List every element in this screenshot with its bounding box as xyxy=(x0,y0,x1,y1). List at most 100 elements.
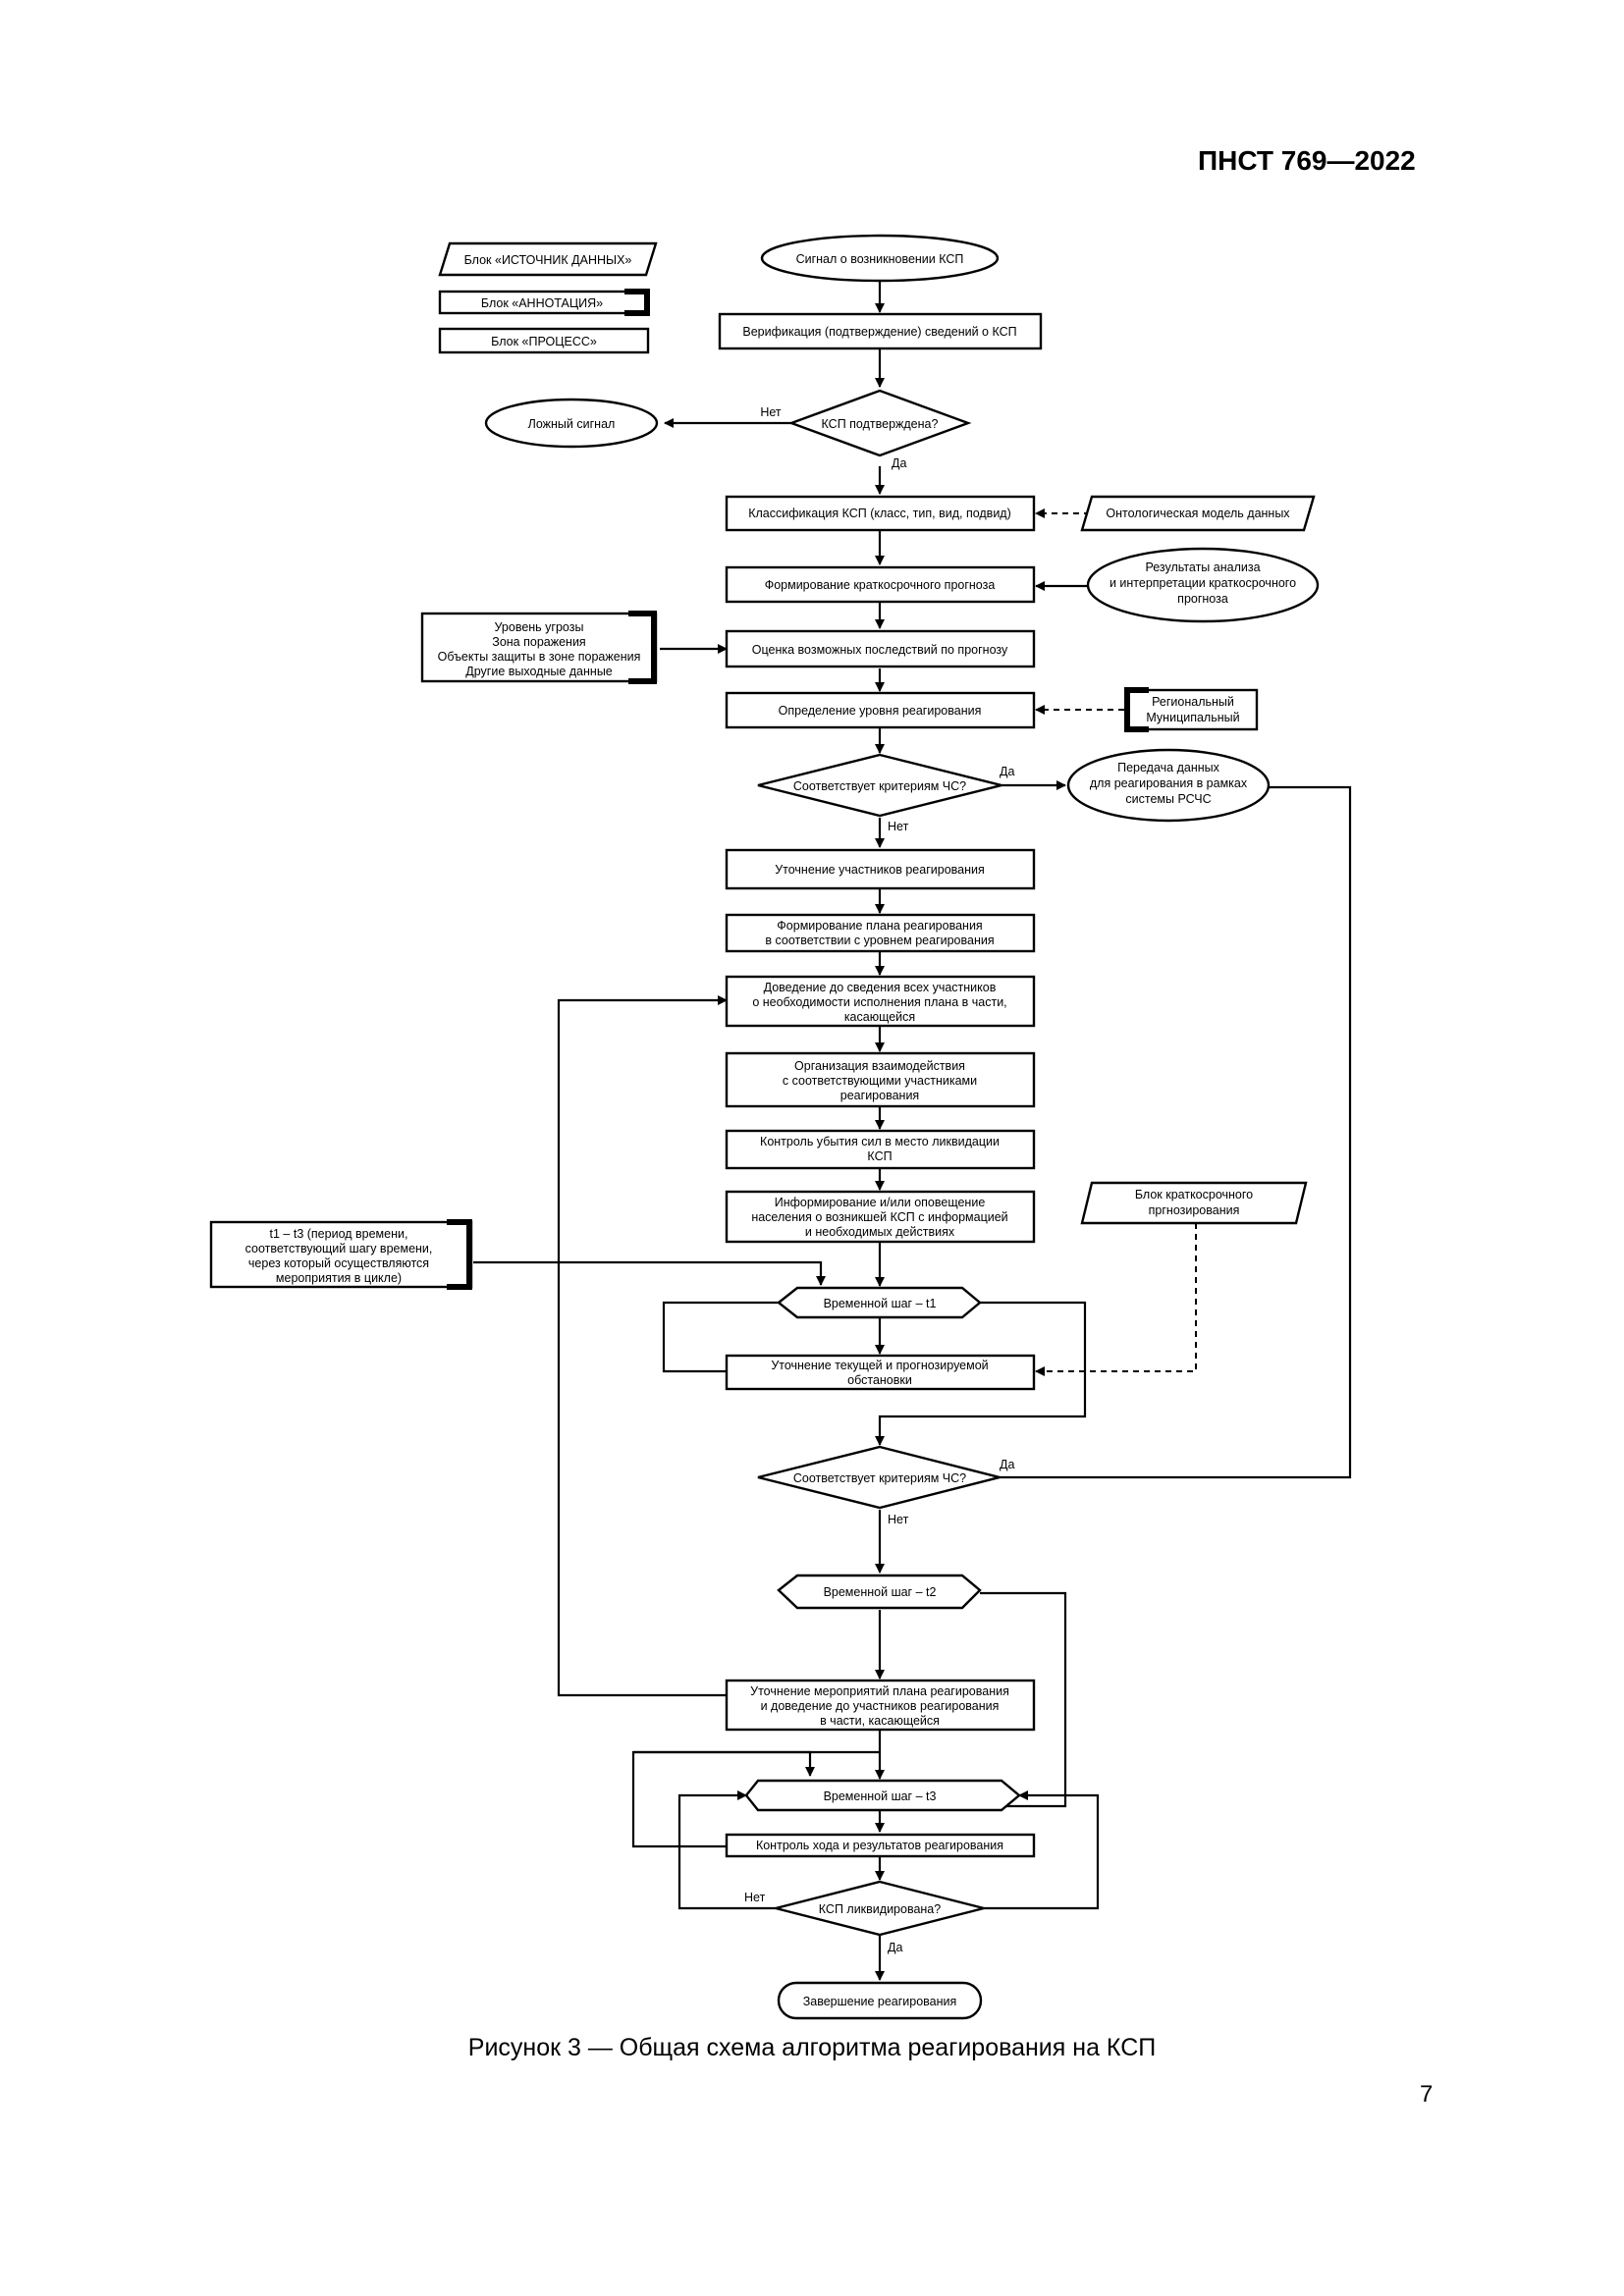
svg-text:Блок краткосрочного: Блок краткосрочного xyxy=(1135,1188,1253,1201)
svg-text:Сигнал о возникновении КСП: Сигнал о возникновении КСП xyxy=(796,252,964,266)
node-control-progress: Контроль хода и результатов реагирования xyxy=(725,1833,1036,1858)
node-liquidated-question: КСП ликвидирована? xyxy=(775,1880,985,1937)
svg-text:Уровень угрозы: Уровень угрозы xyxy=(495,620,584,634)
svg-text:прогноза: прогноза xyxy=(1177,592,1228,606)
node-forces-control: Контроль убытия сил в место ликвидации К… xyxy=(725,1129,1036,1170)
node-signal: Сигнал о возникновении КСП xyxy=(760,234,1000,283)
svg-text:Зона поражения: Зона поражения xyxy=(492,635,585,649)
svg-text:и интерпретации краткосрочного: и интерпретации краткосрочного xyxy=(1110,576,1296,590)
svg-text:Информирование и/или оповещени: Информирование и/или оповещение xyxy=(775,1196,986,1209)
label-no-2: Нет xyxy=(888,820,909,833)
svg-text:Доведение до сведения всех уча: Доведение до сведения всех участников xyxy=(764,981,997,994)
svg-text:t1 – t3 (период времени,: t1 – t3 (период времени, xyxy=(270,1227,408,1241)
svg-text:Муниципальный: Муниципальный xyxy=(1146,711,1239,724)
svg-text:Формирование краткосрочного пр: Формирование краткосрочного прогноза xyxy=(765,578,996,592)
node-levels: Региональный Муниципальный xyxy=(1124,687,1259,732)
figure-caption: Рисунок 3 — Общая схема алгоритма реагир… xyxy=(467,2034,1157,2061)
svg-text:Завершение реагирования: Завершение реагирования xyxy=(803,1995,957,2008)
svg-text:реагирования: реагирования xyxy=(840,1089,919,1102)
node-step-t3: Временной шаг – t3 xyxy=(744,1779,1021,1812)
node-ontology: Онтологическая модель данных xyxy=(1080,495,1316,532)
svg-text:Онтологическая модель данных: Онтологическая модель данных xyxy=(1106,507,1290,520)
node-short-forecast: Формирование краткосрочного прогноза xyxy=(725,565,1036,604)
node-refine-measures: Уточнение мероприятий плана реагирования… xyxy=(725,1679,1036,1732)
svg-text:Организация взаимодействия: Организация взаимодействия xyxy=(794,1059,965,1073)
svg-text:Уточнение мероприятий плана ре: Уточнение мероприятий плана реагирования xyxy=(750,1684,1009,1698)
node-time-period: t1 – t3 (период времени, соответствующий… xyxy=(209,1219,473,1290)
svg-text:Блок «АННОТАЦИЯ»: Блок «АННОТАЦИЯ» xyxy=(481,296,603,310)
svg-text:касающейся: касающейся xyxy=(844,1010,915,1024)
svg-text:Региональный: Региональный xyxy=(1152,695,1234,709)
label-yes-1: Да xyxy=(892,456,906,470)
svg-text:КСП подтверждена?: КСП подтверждена? xyxy=(822,417,939,431)
svg-text:Временной шаг – t2: Временной шаг – t2 xyxy=(824,1585,937,1599)
svg-text:соответствующий шагу времени,: соответствующий шагу времени, xyxy=(245,1242,433,1255)
node-criteria-question-1: Соответствует критериям ЧС? xyxy=(757,753,1002,818)
svg-text:Оценка возможных последствий п: Оценка возможных последствий по прогнозу xyxy=(752,643,1008,657)
node-step-t1: Временной шаг – t1 xyxy=(777,1286,982,1319)
svg-text:Определение уровня реагировани: Определение уровня реагирования xyxy=(779,704,982,718)
node-step-t2: Временной шаг – t2 xyxy=(777,1574,982,1610)
svg-text:и доведение до участников реаг: и доведение до участников реагирования xyxy=(761,1699,1000,1713)
svg-text:Уточнение текущей и прогнозиру: Уточнение текущей и прогнозируемой xyxy=(771,1359,988,1372)
svg-text:Соответствует критериям ЧС?: Соответствует критериям ЧС? xyxy=(793,779,966,793)
node-analysis-results: Результаты анализа и интерпретации кратк… xyxy=(1086,547,1320,623)
node-notify-participants: Доведение до сведения всех участников о … xyxy=(725,975,1036,1028)
node-classification: Классификация КСП (класс, тип, вид, подв… xyxy=(725,495,1036,532)
svg-text:Ложный сигнал: Ложный сигнал xyxy=(528,417,616,431)
node-response-level: Определение уровня реагирования xyxy=(725,691,1036,729)
legend-process: Блок «ПРОЦЕСС» xyxy=(438,327,650,354)
svg-text:обстановки: обстановки xyxy=(847,1373,912,1387)
label-no-4: Нет xyxy=(744,1891,766,1904)
node-false-signal: Ложный сигнал xyxy=(484,398,659,449)
legend-data-source: Блок «ИСТОЧНИК ДАННЫХ» xyxy=(438,241,658,277)
svg-text:Объекты защиты в зоне поражени: Объекты защиты в зоне поражения xyxy=(438,650,641,664)
node-forecast-block: Блок краткосрочного пргнозирования xyxy=(1080,1181,1308,1225)
svg-text:Блок «ИСТОЧНИК ДАННЫХ»: Блок «ИСТОЧНИК ДАННЫХ» xyxy=(464,253,632,267)
svg-text:с соответствующими участниками: с соответствующими участниками xyxy=(783,1074,977,1088)
svg-text:КСП: КСП xyxy=(867,1149,892,1163)
svg-text:пргнозирования: пргнозирования xyxy=(1149,1203,1240,1217)
document-id: ПНСТ 769—2022 xyxy=(1198,145,1416,176)
node-criteria-question-2: Соответствует критериям ЧС? xyxy=(757,1445,1001,1510)
svg-text:системы РСЧС: системы РСЧС xyxy=(1125,792,1211,806)
label-yes-3: Да xyxy=(1000,1458,1014,1471)
node-output-data: Уровень угрозы Зона поражения Объекты за… xyxy=(420,611,658,684)
node-rschs: Передача данных для реагирования в рамка… xyxy=(1066,748,1271,823)
node-verification: Верификация (подтверждение) сведений о К… xyxy=(718,312,1043,350)
svg-text:мероприятия в цикле): мероприятия в цикле) xyxy=(276,1271,402,1285)
svg-text:Соответствует критериям ЧС?: Соответствует критериям ЧС? xyxy=(793,1471,966,1485)
page-number: 7 xyxy=(1420,2081,1434,2108)
node-confirmed-question: КСП подтверждена? xyxy=(787,389,972,457)
svg-text:Передача данных: Передача данных xyxy=(1117,761,1220,774)
node-finish: Завершение реагирования xyxy=(777,1981,983,2020)
svg-text:в части, касающейся: в части, касающейся xyxy=(820,1714,940,1728)
svg-text:Блок «ПРОЦЕСС»: Блок «ПРОЦЕСС» xyxy=(491,335,597,348)
svg-text:Контроль хода и результатов ре: Контроль хода и результатов реагирования xyxy=(756,1839,1003,1852)
svg-text:КСП ликвидирована?: КСП ликвидирована? xyxy=(819,1902,941,1916)
svg-text:Верификация (подтверждение) св: Верификация (подтверждение) сведений о К… xyxy=(742,325,1016,339)
svg-text:и необходимых действиях: и необходимых действиях xyxy=(805,1225,955,1239)
svg-text:о необходимости исполнения пла: о необходимости исполнения плана в части… xyxy=(752,995,1006,1009)
svg-text:Другие выходные данные: Другие выходные данные xyxy=(465,665,613,678)
svg-text:Временной шаг – t3: Временной шаг – t3 xyxy=(824,1789,937,1803)
label-no-3: Нет xyxy=(888,1513,909,1526)
node-refine-situation: Уточнение текущей и прогнозируемой обста… xyxy=(725,1354,1036,1391)
svg-text:Классификация КСП (класс, тип,: Классификация КСП (класс, тип, вид, подв… xyxy=(748,507,1011,520)
svg-text:Уточнение участников реагирова: Уточнение участников реагирования xyxy=(775,863,985,877)
svg-text:населения о возникшей КСП с ин: населения о возникшей КСП с информацией xyxy=(751,1210,1007,1224)
svg-text:через который осуществляются: через который осуществляются xyxy=(248,1256,429,1270)
svg-text:Формирование плана реагировани: Формирование плана реагирования xyxy=(777,919,982,933)
node-plan: Формирование плана реагирования в соотве… xyxy=(725,913,1036,953)
svg-text:для реагирования в рамках: для реагирования в рамках xyxy=(1090,776,1248,790)
node-participants: Уточнение участников реагирования xyxy=(725,848,1036,890)
svg-text:Временной шаг – t1: Временной шаг – t1 xyxy=(824,1297,937,1310)
label-yes-4: Да xyxy=(888,1941,902,1954)
legend-annotation: Блок «АННОТАЦИЯ» xyxy=(438,289,650,316)
svg-text:Контроль убытия сил в место ли: Контроль убытия сил в место ликвидации xyxy=(760,1135,1000,1148)
svg-text:Результаты анализа: Результаты анализа xyxy=(1145,561,1260,574)
svg-text:в соответствии с уровнем реаги: в соответствии с уровнем реагирования xyxy=(765,934,994,947)
node-interaction: Организация взаимодействия с соответству… xyxy=(725,1051,1036,1108)
node-consequences: Оценка возможных последствий по прогнозу xyxy=(725,629,1036,668)
